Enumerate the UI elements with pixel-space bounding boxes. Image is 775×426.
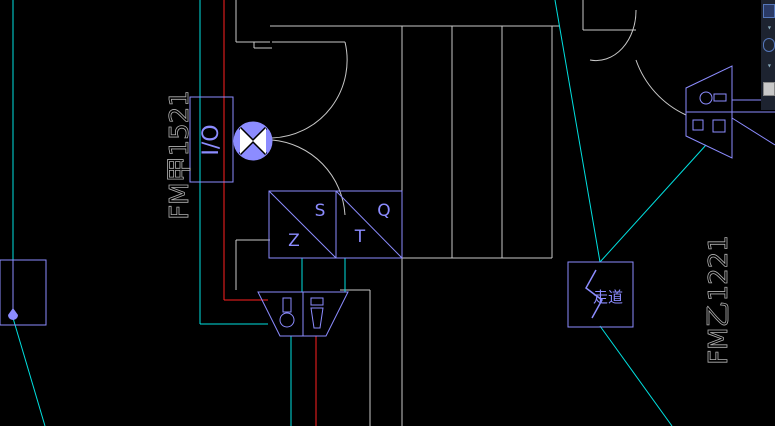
bulb-icon-2 [692,119,704,131]
corridor-smoke-detector[interactable]: 走道 [567,261,634,328]
strobe-icon [310,307,324,329]
side-toolbar: ▾ ▾ [761,0,775,110]
fire-door-label-right: FM乙1221 [704,235,734,365]
left-detector-device[interactable] [0,259,47,326]
refresh-icon[interactable] [763,38,775,52]
bulb-icon [282,297,292,313]
horn-icon-2 [713,93,727,102]
label-t: T [354,227,366,247]
dropdown-arrow-2[interactable]: ▾ [767,61,772,70]
cyan-signal-lines [12,0,707,426]
io-label: I/O [199,124,224,155]
speaker-device-bottom[interactable] [257,291,349,337]
control-panel-sqzt[interactable]: S Q Z T [268,190,403,259]
alarm-bell-icon[interactable] [233,121,273,161]
dropdown-arrow-1[interactable]: ▾ [767,23,772,32]
label-z: Z [288,231,300,251]
fire-door-label-left: FM甲1521 [165,90,195,220]
drop-icon [8,308,18,320]
label-s: S [315,201,326,221]
corridor-label: 走道 [593,288,623,306]
bell-icon-2 [699,91,713,105]
horn-icon [310,297,324,306]
zigzag-icon [585,269,603,319]
strobe-icon-2 [712,119,726,133]
properties-icon[interactable] [763,82,775,96]
red-power-line [223,0,317,426]
layers-icon[interactable] [763,4,775,18]
wall-lines [235,0,687,426]
bell-icon [279,312,295,328]
io-module[interactable]: I/O [189,96,234,183]
label-q: Q [377,201,390,221]
